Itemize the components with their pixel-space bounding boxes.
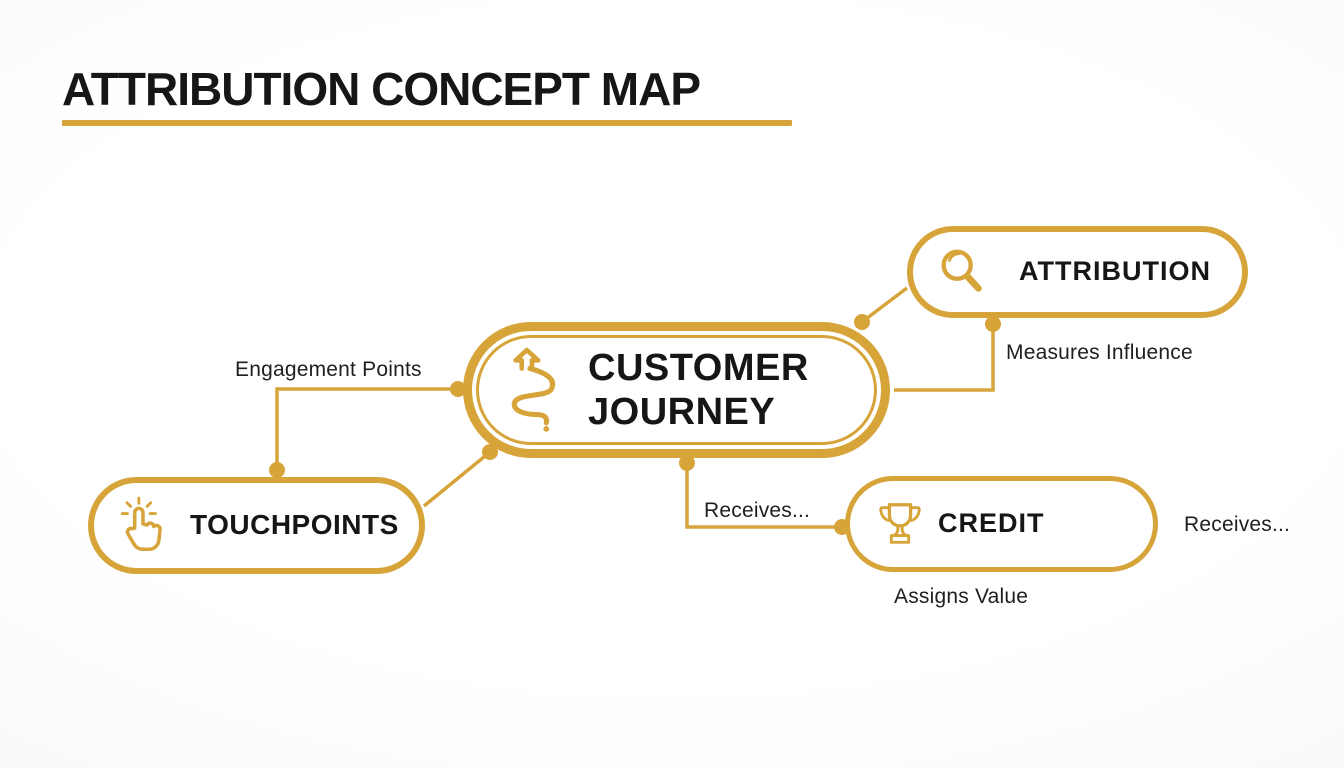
- connector-journey-touchpoints-diagonal: [422, 450, 492, 508]
- edge-label-receives-right: Receives...: [1184, 513, 1291, 536]
- page-title: ATTRIBUTION CONCEPT MAP: [62, 63, 701, 115]
- trophy-icon: [879, 503, 921, 544]
- connector-journey-touchpoints-elbow: [275, 387, 458, 470]
- title-underline: [62, 120, 792, 126]
- tap-finger-icon: [120, 496, 162, 551]
- node-touchpoints: TOUCHPOINTS: [88, 477, 425, 574]
- node-label-attribution: ATTRIBUTION: [1019, 256, 1211, 287]
- connection-dot: [482, 444, 498, 460]
- connection-dot: [450, 381, 466, 397]
- node-attribution: ATTRIBUTION: [907, 226, 1248, 318]
- edge-label-engagement-points: Engagement Points: [235, 358, 422, 381]
- node-credit: CREDIT: [845, 476, 1158, 572]
- connector-attribution-journey-elbow: [894, 325, 995, 392]
- edge-label-measures-influence: Measures Influence: [1006, 341, 1193, 364]
- node-label-credit: CREDIT: [938, 508, 1045, 539]
- connector-journey-credit-elbow: [685, 463, 843, 529]
- connection-dot: [269, 462, 285, 478]
- node-customer-journey: CUSTOMER JOURNEY: [463, 322, 890, 458]
- magnifier-icon: [941, 249, 982, 292]
- edge-label-assigns-value: Assigns Value: [894, 585, 1029, 608]
- connection-dot: [854, 314, 870, 330]
- edge-label-receives-left: Receives...: [704, 499, 811, 522]
- node-label-touchpoints: TOUCHPOINTS: [190, 509, 399, 541]
- connection-dot: [679, 455, 695, 471]
- connection-dot: [985, 316, 1001, 332]
- node-label-customer-journey: CUSTOMER JOURNEY: [588, 346, 809, 433]
- journey-path-icon: [511, 347, 556, 432]
- connector-journey-attribution-diagonal: [860, 286, 909, 324]
